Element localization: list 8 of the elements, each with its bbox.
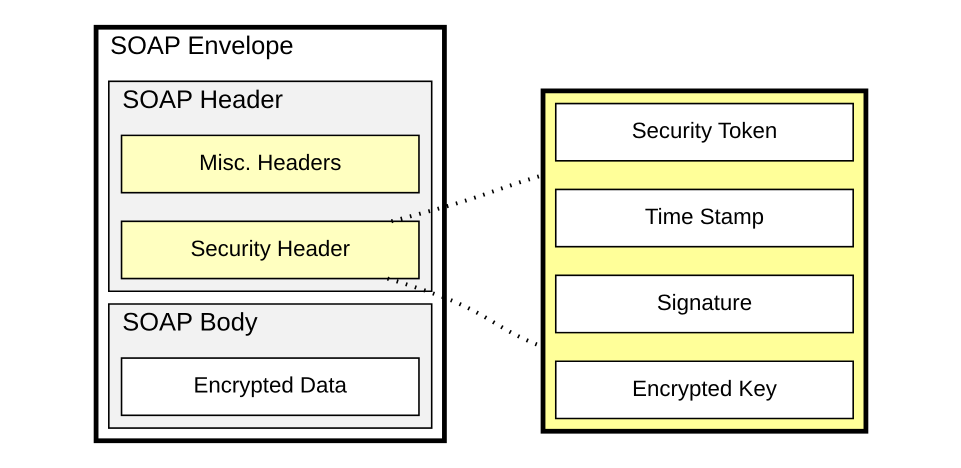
cluster bbox=[540, 88, 868, 434]
node-box: Time Stamp bbox=[554, 188, 854, 248]
node-box: Encrypted Key bbox=[554, 360, 854, 420]
node-box: Encrypted Data bbox=[120, 357, 420, 416]
node-box: Security Token bbox=[554, 102, 854, 162]
node-box: Misc. Headers bbox=[120, 134, 420, 194]
node-box: Signature bbox=[554, 274, 854, 334]
node-box: Security Header bbox=[120, 220, 420, 280]
